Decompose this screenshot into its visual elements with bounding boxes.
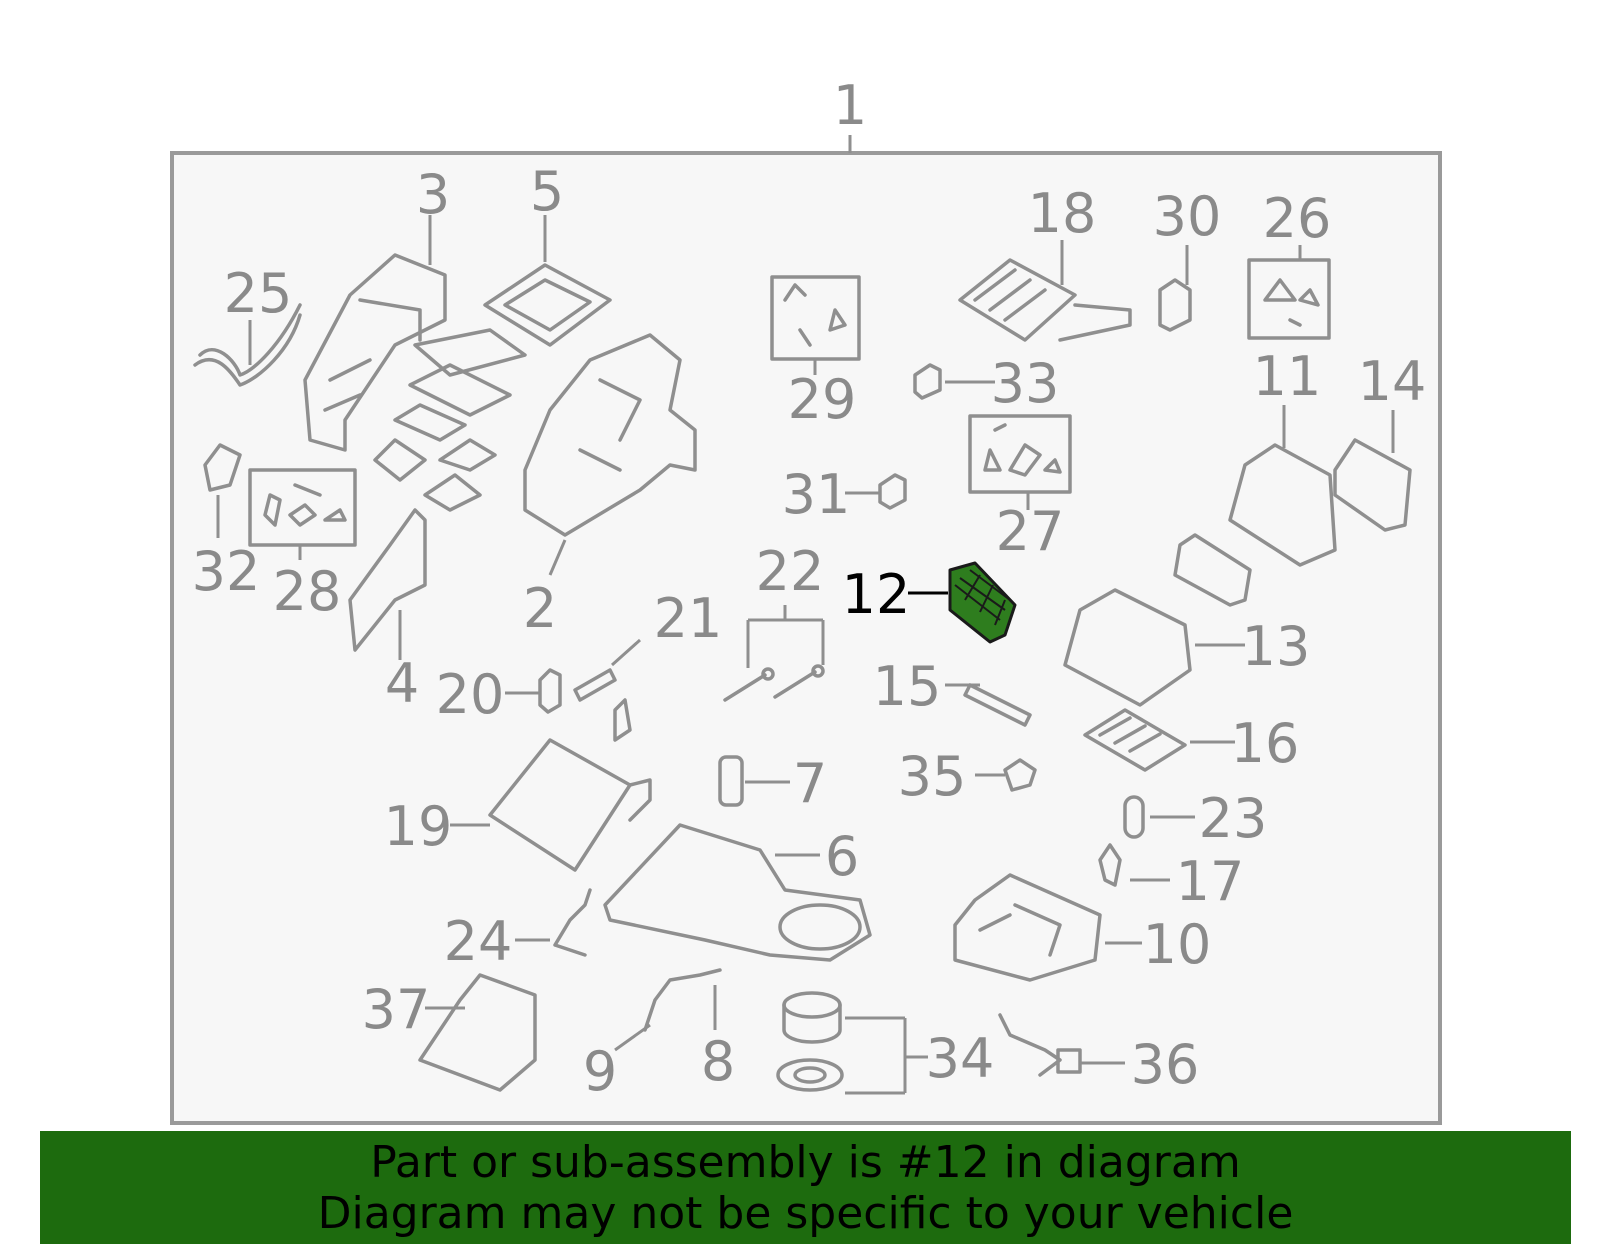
part-22-bolts xyxy=(723,670,817,702)
label-27: 27 xyxy=(996,500,1065,563)
label-13: 13 xyxy=(1242,615,1311,678)
part-16-filter xyxy=(1083,708,1187,772)
label-5: 5 xyxy=(530,160,564,223)
leaders xyxy=(216,215,1395,1095)
label-14: 14 xyxy=(1358,350,1427,413)
part-12-highlighted xyxy=(948,561,1017,644)
part-34-blower-motor xyxy=(776,1058,844,1092)
label-1: 1 xyxy=(833,74,867,137)
part-32 xyxy=(203,443,242,492)
label-8: 8 xyxy=(701,1030,735,1093)
label-30: 30 xyxy=(1153,185,1222,248)
label-25: 25 xyxy=(224,262,293,325)
part-36 xyxy=(998,1013,1062,1077)
label-21: 21 xyxy=(654,587,723,650)
part-4 xyxy=(348,508,427,652)
part-25-hose xyxy=(198,303,302,377)
label-9: 9 xyxy=(583,1040,617,1103)
label-18: 18 xyxy=(1028,182,1097,245)
part-30 xyxy=(1158,278,1192,332)
part-13-case xyxy=(1063,588,1192,707)
part-37 xyxy=(418,973,537,1092)
part-35 xyxy=(1003,758,1037,792)
label-24: 24 xyxy=(444,910,513,973)
label-15: 15 xyxy=(873,655,942,718)
part-6-blower-case xyxy=(603,823,872,962)
label-33: 33 xyxy=(991,352,1060,415)
label-32: 32 xyxy=(192,540,261,603)
part-33 xyxy=(913,363,942,400)
part-20 xyxy=(538,668,562,714)
part-9 xyxy=(643,968,722,1032)
label-22: 22 xyxy=(756,540,825,603)
label-7: 7 xyxy=(793,752,827,815)
part-14 xyxy=(1333,438,1412,532)
label-11: 11 xyxy=(1253,345,1322,408)
banner-line-part-number: Part or sub-assembly is #12 in diagram xyxy=(370,1137,1241,1188)
part-24 xyxy=(553,888,592,957)
info-banner: Part or sub-assembly is #12 in diagram D… xyxy=(40,1131,1571,1244)
part-15 xyxy=(963,683,1032,727)
label-16: 16 xyxy=(1231,712,1300,775)
banner-line-disclaimer: Diagram may not be specific to your vehi… xyxy=(317,1188,1294,1239)
label-35: 35 xyxy=(898,745,967,808)
part-5-tray xyxy=(483,263,612,347)
label-4: 4 xyxy=(385,652,419,715)
part-7 xyxy=(718,755,744,807)
assembly-frame xyxy=(170,151,1442,1125)
part-31 xyxy=(878,473,907,510)
label-19: 19 xyxy=(384,795,453,858)
part-11-case xyxy=(1228,443,1337,567)
label-34: 34 xyxy=(926,1027,995,1090)
label-26: 26 xyxy=(1263,187,1332,250)
part-28-kit xyxy=(248,468,357,547)
callout-labels: 2 3 4 5 6 7 8 9 10 11 13 14 15 16 17 18 … xyxy=(192,160,1427,1103)
label-31: 31 xyxy=(782,463,851,526)
part-21 xyxy=(573,668,632,742)
part-10-case xyxy=(953,873,1102,982)
label-3: 3 xyxy=(416,163,450,226)
label-17: 17 xyxy=(1176,850,1245,913)
part-27-kit xyxy=(968,414,1072,494)
label-2: 2 xyxy=(523,577,557,640)
label-36: 36 xyxy=(1131,1033,1200,1096)
label-12-highlighted: 12 xyxy=(842,563,911,626)
label-23: 23 xyxy=(1199,787,1268,850)
part-18-heater-core xyxy=(958,258,1077,342)
part-2-duct xyxy=(523,333,697,537)
label-37: 37 xyxy=(362,978,431,1041)
label-28: 28 xyxy=(273,560,342,623)
label-10: 10 xyxy=(1143,913,1212,976)
part-23 xyxy=(1123,795,1145,839)
part-17 xyxy=(1098,843,1122,887)
part-26-kit xyxy=(1247,258,1331,340)
label-20: 20 xyxy=(436,663,505,726)
label-6: 6 xyxy=(825,825,859,888)
part-3-duct xyxy=(303,253,447,452)
label-29: 29 xyxy=(788,368,857,431)
